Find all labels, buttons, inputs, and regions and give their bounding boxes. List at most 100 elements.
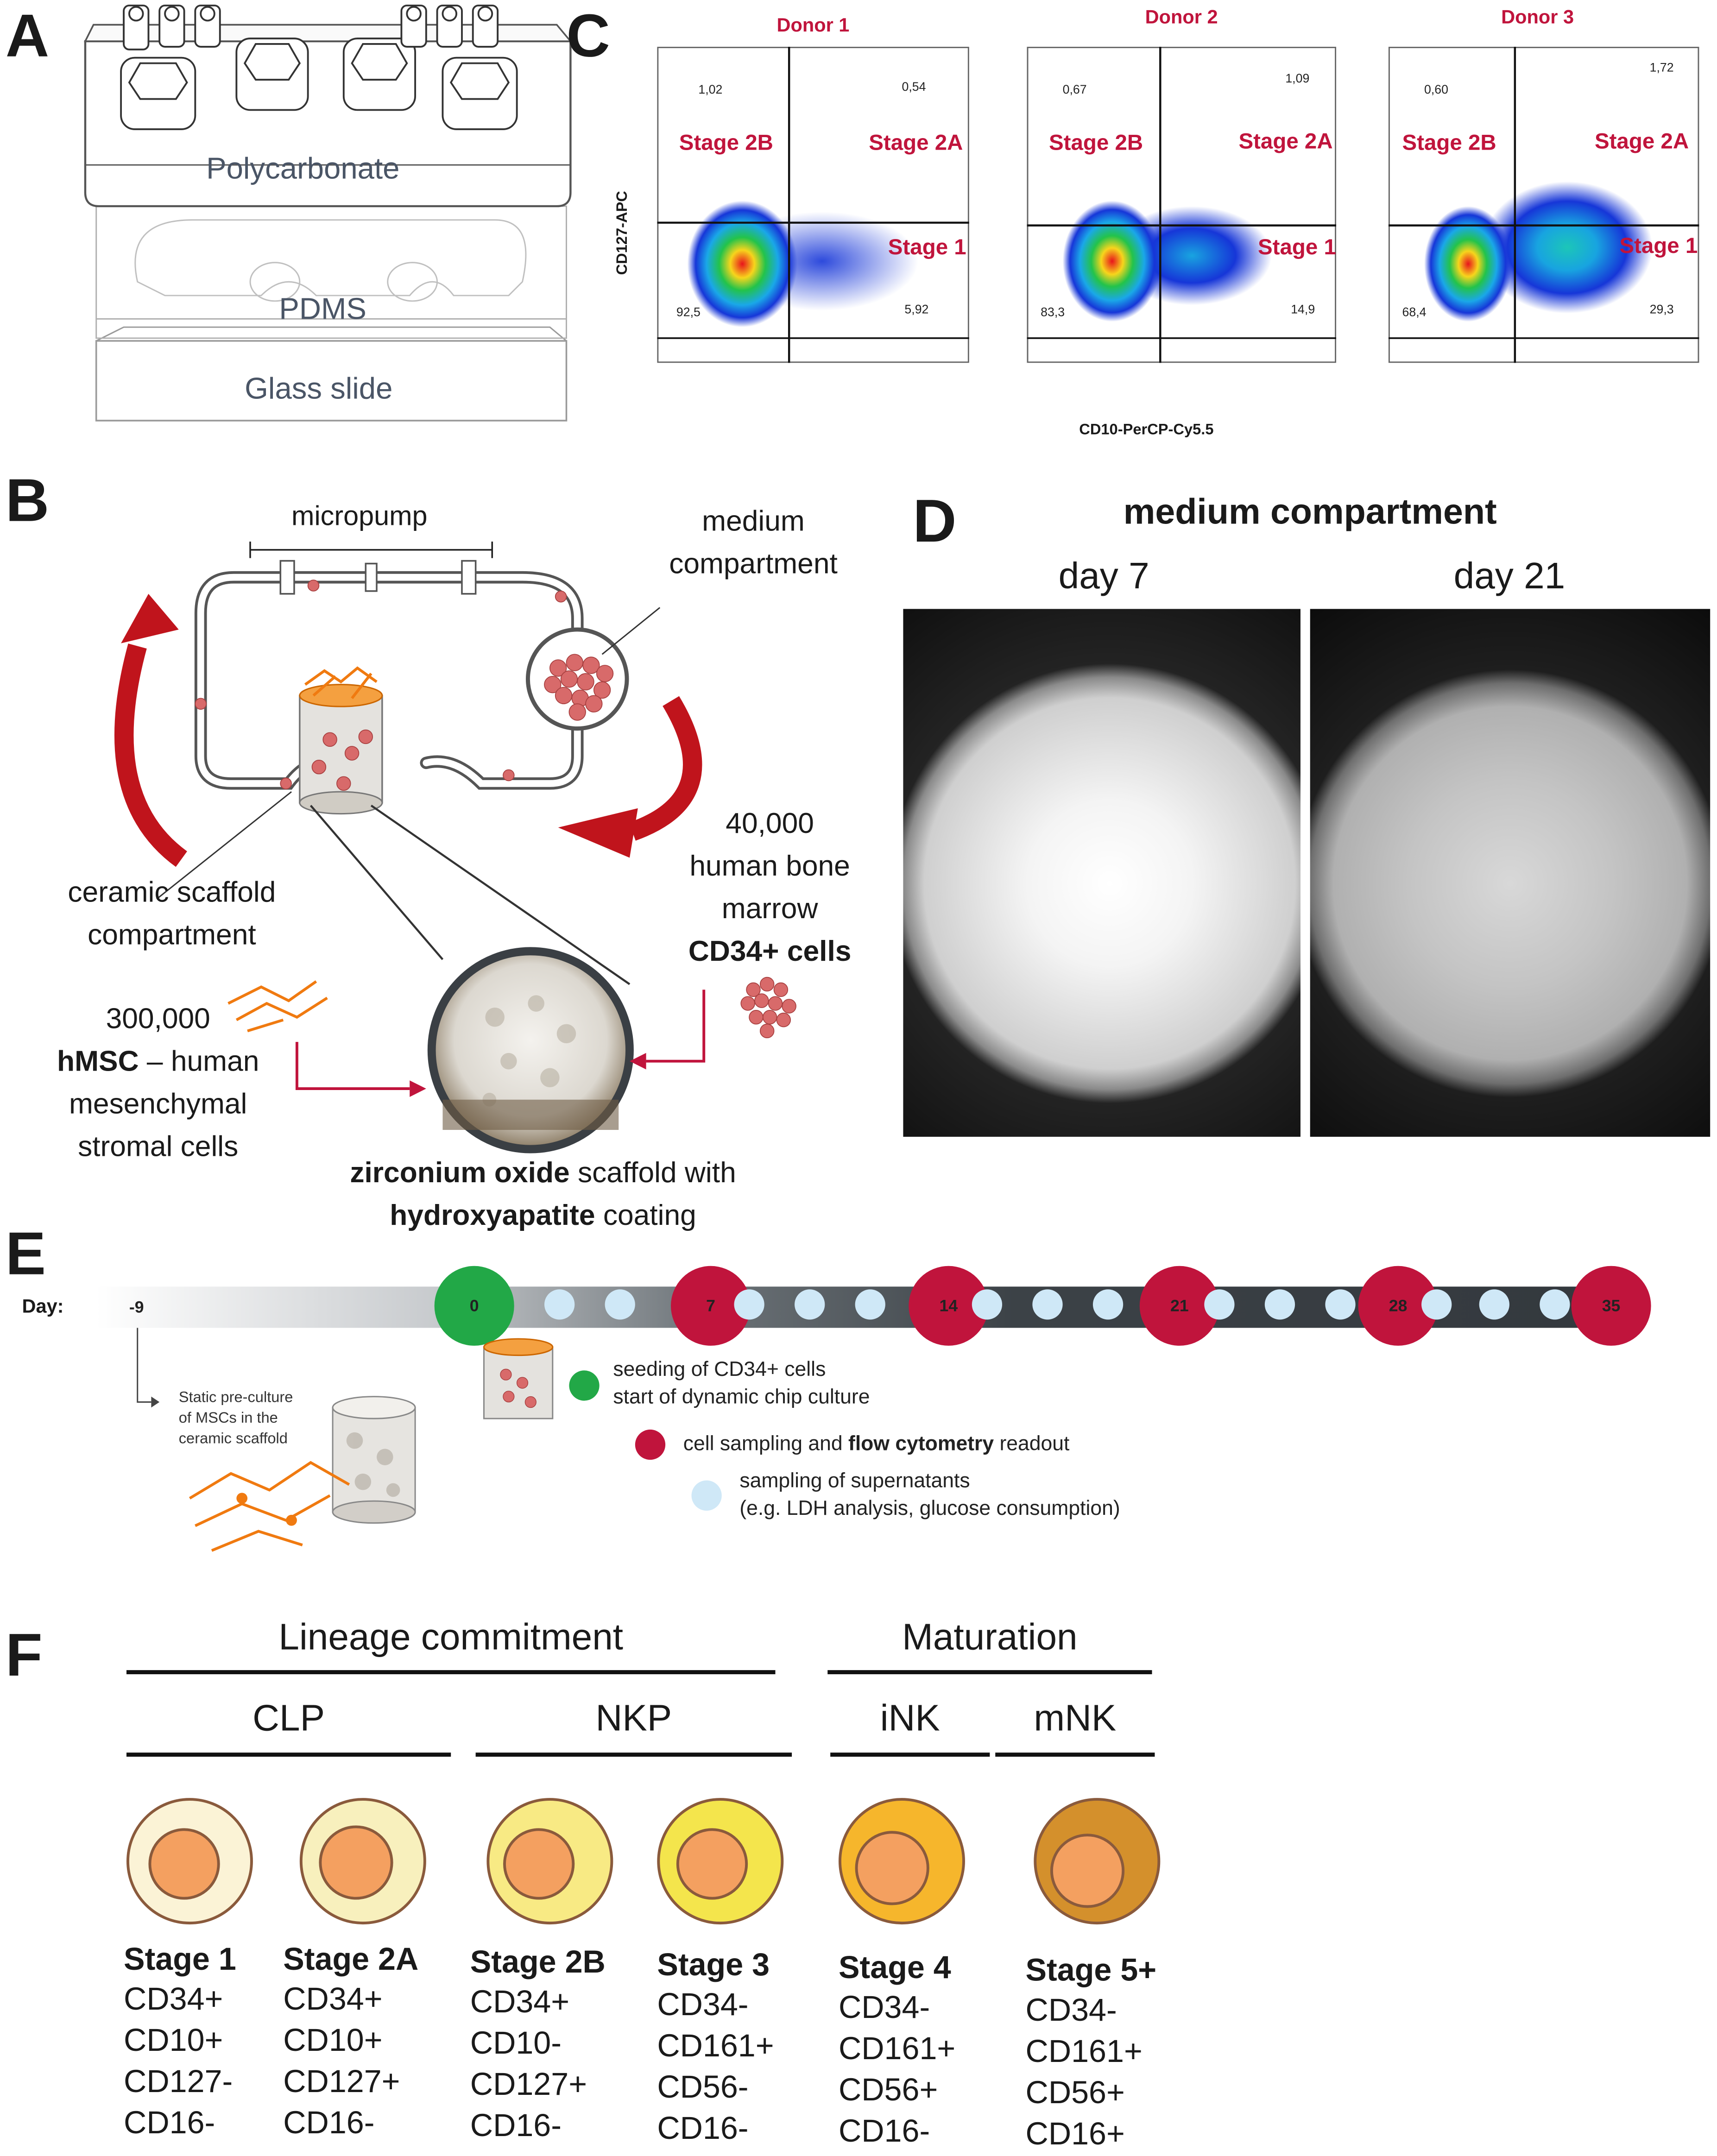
panel-label-d: D	[913, 488, 957, 555]
text-part: cell sampling and	[683, 1432, 848, 1456]
marker: CD127-	[124, 2063, 233, 2099]
hmsc-label: 300,000 hMSC – human mesenchymal stromal…	[27, 998, 289, 1168]
label-rest: coating	[595, 1200, 696, 1232]
text-line: Static pre-culture	[178, 1389, 293, 1406]
stage-name: Stage 1	[124, 1941, 236, 1977]
flow-scatter	[1027, 46, 1337, 363]
label-line: marrow	[721, 893, 818, 925]
header-rule	[475, 1753, 792, 1757]
legend-blue-dot	[691, 1480, 722, 1511]
header-rule	[126, 1670, 776, 1675]
panel-label-b: B	[5, 467, 50, 535]
marker: CD56+	[838, 2071, 938, 2107]
legend-green-dot	[569, 1370, 600, 1401]
medium-compartment-title: medium compartment	[1123, 491, 1497, 532]
marker: CD161+	[1025, 2033, 1143, 2069]
marker: CD34-	[838, 1989, 930, 2025]
marker: CD127+	[470, 2066, 587, 2102]
marker: CD34-	[1025, 1992, 1117, 2028]
supernatant-sampling-dot	[795, 1289, 825, 1320]
day-number: 7	[706, 1296, 715, 1316]
label-line: hydroxyapatite coating	[289, 1194, 797, 1237]
label-bold: hMSC	[57, 1046, 139, 1078]
marker: CD16-	[283, 2104, 375, 2140]
legend-red-text: cell sampling and flow cytometry readout	[683, 1431, 1070, 1458]
stage-2b-cell	[486, 1798, 613, 1925]
stage-name: Stage 3	[657, 1946, 770, 1982]
legend-red-dot	[635, 1429, 666, 1460]
marker: CD10+	[283, 2022, 383, 2058]
quadrant-value-bottom-left: 83,3	[1041, 305, 1065, 319]
stage-2a-label: Stage 2A	[869, 132, 963, 156]
label-line: zirconium oxide scaffold with	[289, 1152, 797, 1195]
marker: CD16-	[838, 2112, 930, 2149]
marker: CD56-	[657, 2068, 749, 2105]
quadrant-value-bottom-right: 29,3	[1649, 302, 1674, 316]
nkp-header: NKP	[595, 1697, 672, 1739]
micrograph-day-7	[903, 609, 1300, 1137]
marker: CD34+	[124, 1980, 223, 2017]
text-line: sampling of supernatants	[739, 1469, 970, 1493]
day-number: 35	[1602, 1296, 1621, 1316]
maturation-header: Maturation	[902, 1616, 1078, 1658]
nucleus	[148, 1828, 220, 1900]
day-0-marker: 0	[434, 1266, 514, 1346]
supernatant-sampling-dot	[605, 1289, 635, 1320]
label-line: CD34+ cells	[688, 936, 852, 968]
stage-2a-description: Stage 2A CD34+ CD10+ CD127+ CD16-	[283, 1941, 462, 2143]
y-axis-label: CD127-APC	[614, 191, 631, 275]
day-axis-label: Day:	[22, 1295, 64, 1317]
marker: CD56+	[1025, 2074, 1125, 2110]
marker: CD161+	[657, 2027, 774, 2063]
text-bold: flow cytometry	[848, 1432, 994, 1456]
marker: CD10-	[470, 2024, 562, 2061]
scaffold-icon	[483, 1338, 554, 1419]
supernatant-sampling-dot	[1540, 1289, 1570, 1320]
quadrant-value-top-left: 1,02	[698, 82, 723, 96]
legend-blue-text: sampling of supernatants (e.g. LDH analy…	[739, 1468, 1120, 1523]
stage-3-cell	[657, 1798, 784, 1925]
marker: CD16+	[1025, 2115, 1125, 2151]
quadrant-value-top-right: 1,72	[1649, 60, 1674, 75]
clp-header: CLP	[252, 1697, 325, 1739]
stage-4-description: Stage 4 CD34- CD161+ CD56+ CD16-	[839, 1949, 1017, 2151]
quadrant-value-bottom-right: 5,92	[904, 302, 929, 316]
flow-scatter	[1388, 46, 1699, 363]
ink-header: iNK	[880, 1697, 940, 1739]
stage-name: Stage 2B	[470, 1943, 606, 1979]
day-start-label: -9	[129, 1298, 144, 1317]
marker: CD16-	[657, 2110, 749, 2146]
nucleus	[319, 1825, 393, 1900]
layer-label-polycarbonate: Polycarbonate	[206, 151, 400, 186]
stage-5-cell	[1034, 1798, 1161, 1925]
stage-name: Stage 4	[838, 1949, 951, 1985]
micropump-circuit-schematic	[114, 542, 796, 1154]
label-line: human bone	[689, 851, 850, 883]
supernatant-sampling-dot	[1325, 1289, 1356, 1320]
marker: CD16-	[470, 2107, 562, 2143]
supernatant-sampling-dot	[1204, 1289, 1235, 1320]
stage-1-label: Stage 1	[888, 236, 966, 260]
day-number: 28	[1389, 1296, 1408, 1316]
header-rule	[830, 1753, 990, 1757]
day-7-label: day 7	[1058, 555, 1149, 597]
supernatant-sampling-dot	[972, 1289, 1003, 1320]
quadrant-value-bottom-left: 92,5	[676, 305, 701, 319]
donor-title: Donor 1	[776, 13, 850, 36]
day-number: 14	[939, 1296, 958, 1316]
layer-label-pdms: PDMS	[279, 291, 366, 326]
mnk-header: mNK	[1034, 1697, 1117, 1739]
text-line: start of dynamic chip culture	[613, 1385, 870, 1409]
x-axis-label: CD10-PerCP-Cy5.5	[1079, 422, 1214, 439]
donor-title: Donor 3	[1501, 5, 1574, 28]
nucleus	[676, 1828, 748, 1900]
marker: CD161+	[838, 2030, 956, 2066]
nucleus	[503, 1828, 575, 1900]
stage-2b-label: Stage 2B	[1048, 132, 1143, 156]
organ-chip-exploded-view	[84, 4, 573, 422]
day-35-marker: 35	[1571, 1266, 1651, 1346]
lineage-commitment-header: Lineage commitment	[278, 1616, 624, 1658]
stage-1-description: Stage 1 CD34+ CD10+ CD127- CD16-	[124, 1941, 289, 2143]
header-rule	[995, 1753, 1155, 1757]
label-line: mesenchymal	[69, 1089, 247, 1121]
